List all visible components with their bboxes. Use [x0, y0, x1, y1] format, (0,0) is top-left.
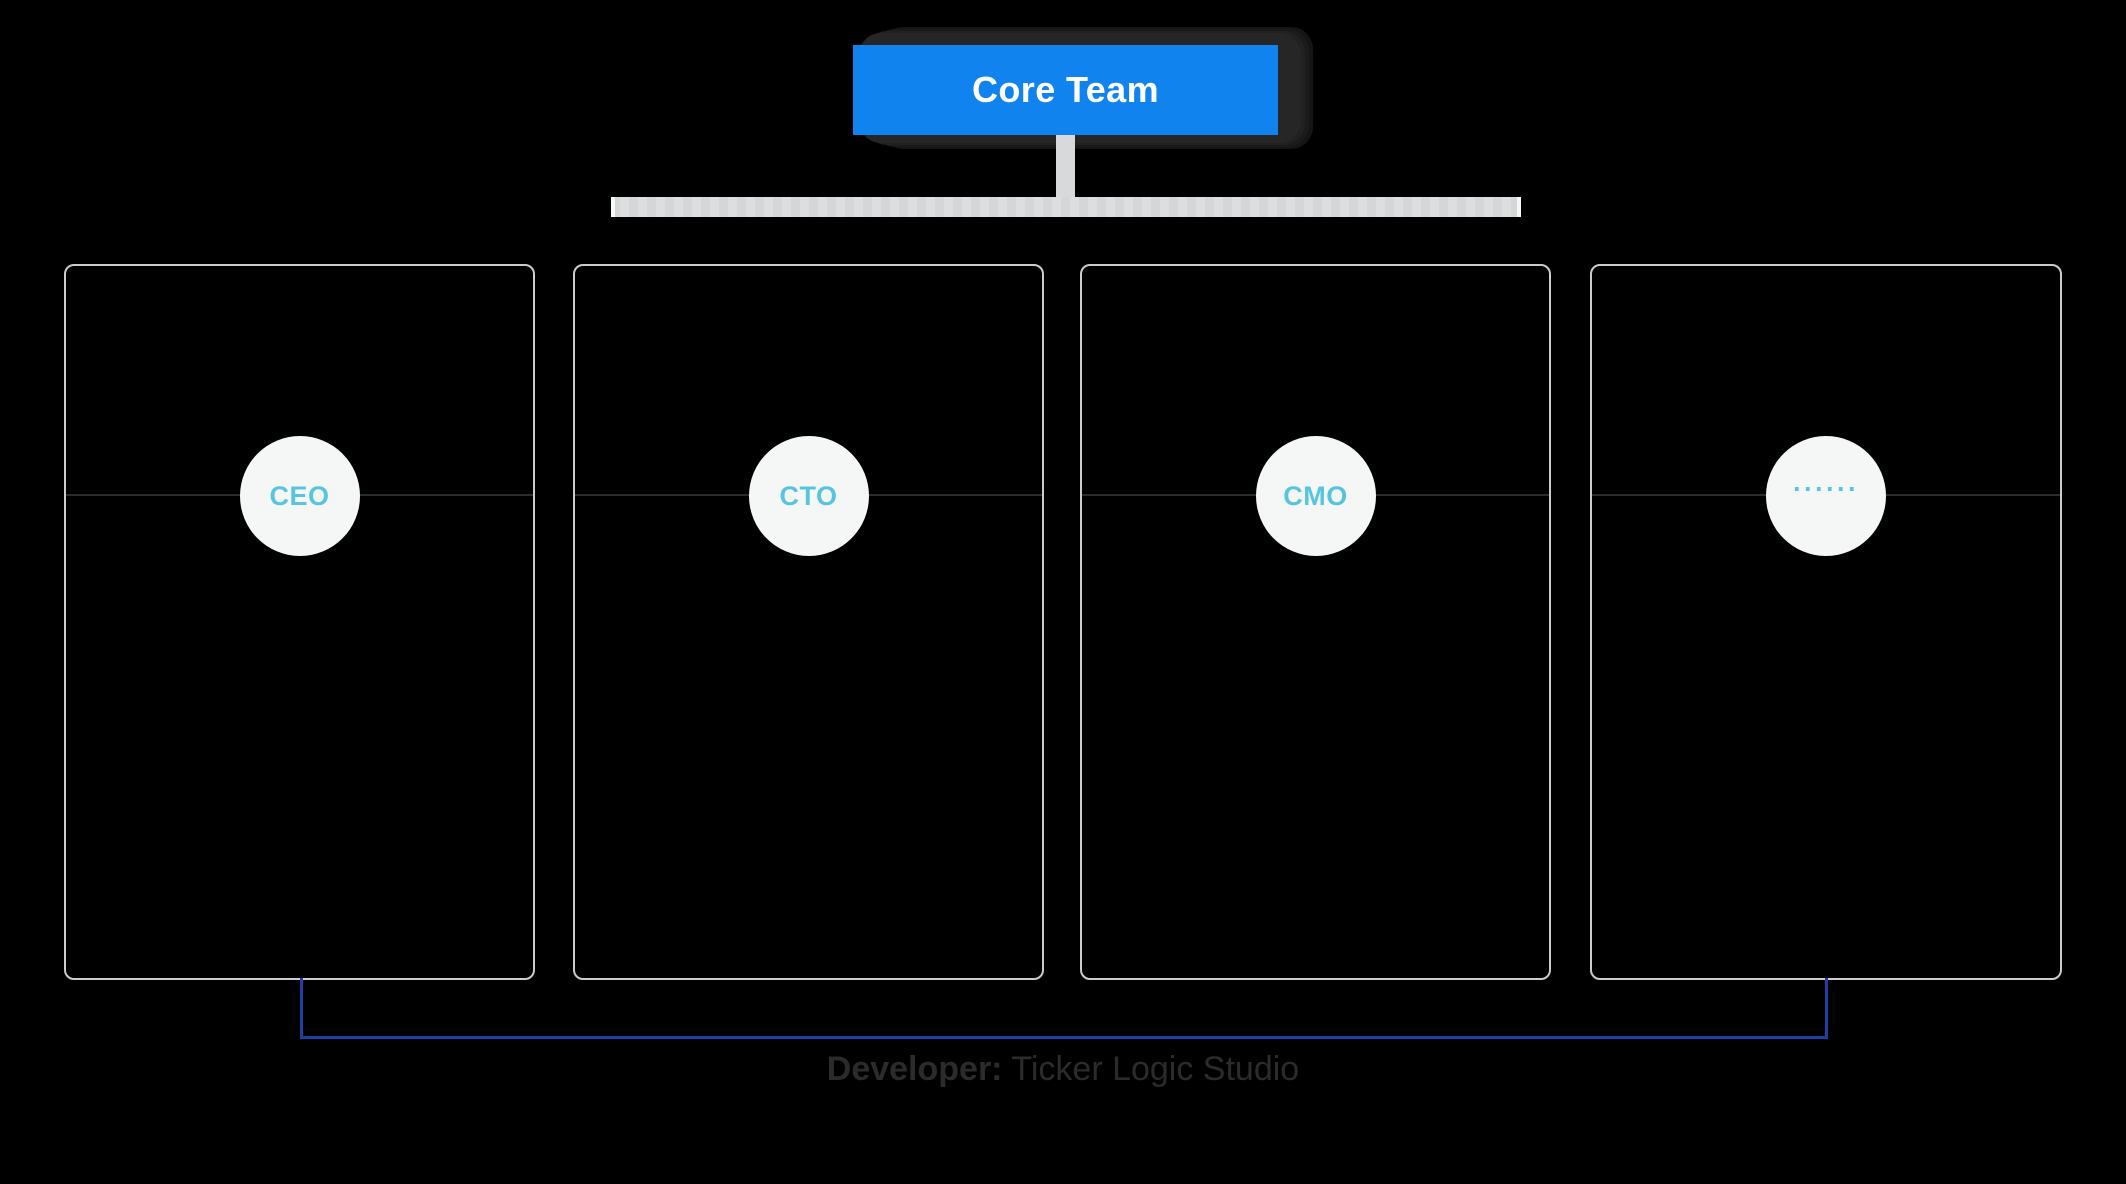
node-card-ceo[interactable]: CEO: [64, 264, 535, 980]
developer-credit-name: Ticker Logic Studio: [1011, 1050, 1300, 1088]
root-node-core-team[interactable]: Core Team: [853, 27, 1313, 153]
avatar-more[interactable]: ······: [1766, 436, 1886, 556]
connector-vertical-stem: [1056, 135, 1075, 199]
root-node-box[interactable]: Core Team: [853, 45, 1278, 135]
root-node-label: Core Team: [972, 69, 1159, 110]
node-card-more[interactable]: ······: [1590, 264, 2062, 980]
avatar-label-ceo: CEO: [269, 480, 330, 511]
avatar-label-cmo: CMO: [1283, 480, 1348, 511]
node-card-cmo[interactable]: CMO: [1080, 264, 1551, 980]
node-card-cto[interactable]: CTO: [573, 264, 1044, 980]
footer-bracket: [300, 978, 1828, 1039]
connector-horizontal-bar: [611, 197, 1521, 217]
avatar-label-cto: CTO: [779, 480, 838, 511]
avatar-cto[interactable]: CTO: [748, 436, 869, 556]
developer-credit-lead: Developer:: [826, 1050, 1003, 1088]
avatar-cmo[interactable]: CMO: [1255, 436, 1376, 556]
avatar-ceo[interactable]: CEO: [239, 436, 360, 556]
avatar-label-ellipsis: ······: [1793, 473, 1859, 504]
developer-credit: Developer: Ticker Logic Studio: [0, 1052, 2126, 1086]
